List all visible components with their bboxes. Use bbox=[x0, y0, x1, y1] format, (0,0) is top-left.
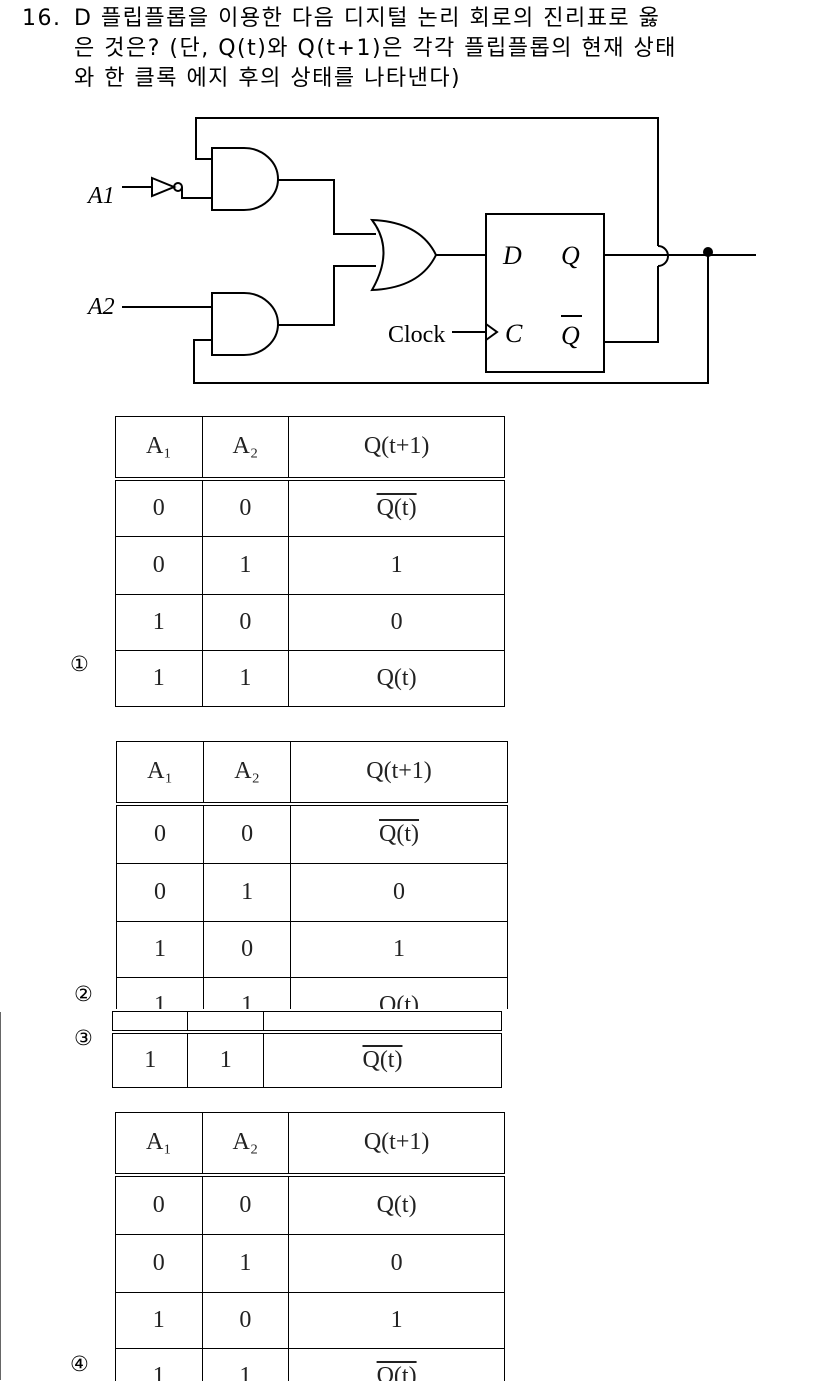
clock-edge-symbol bbox=[485, 323, 499, 341]
col-header-q: Q(t+1) bbox=[288, 416, 505, 481]
left-edge-line bbox=[0, 1012, 1, 1380]
col-header-a1: A₁ bbox=[115, 416, 203, 481]
junction-dot bbox=[703, 247, 713, 257]
and-top-out-wire bbox=[278, 179, 376, 235]
question-line-2: 은 것은? (단, Q(t)와 Q(t+1)은 각각 플립플롭의 현재 상태 bbox=[74, 36, 677, 61]
question-text: 16. D 플립플롭을 이용한 다음 디지털 논리 회로의 진리표로 옳 은 것은… bbox=[22, 4, 677, 94]
feedback-into-and-top bbox=[195, 142, 212, 160]
d-flip-flop bbox=[485, 213, 605, 373]
not-gate bbox=[151, 176, 177, 198]
col-header-a1: A₁ bbox=[116, 741, 205, 806]
and-gate-bottom bbox=[211, 292, 279, 356]
option-2-marker: ② bbox=[74, 982, 93, 1006]
question-line-3: 와 한 클록 에지 후의 상태를 나타낸다) bbox=[74, 66, 462, 91]
feedback-wire-top bbox=[195, 117, 659, 246]
ff-c-label: C bbox=[505, 319, 523, 348]
option-3-marker: ③ bbox=[74, 1026, 93, 1050]
ff-qbar-label: Q bbox=[561, 321, 580, 350]
col-header-a2: A₂ bbox=[201, 1112, 290, 1177]
col-header-a1: A₁ bbox=[115, 1112, 203, 1177]
a2-label: A2 bbox=[86, 294, 115, 320]
qbar-wire bbox=[604, 266, 659, 343]
not-out-wire bbox=[181, 187, 212, 199]
col-header-a2: A₂ bbox=[201, 416, 290, 481]
or-gate bbox=[369, 218, 438, 292]
a1-label: A1 bbox=[86, 183, 115, 209]
ff-q-label: Q bbox=[561, 241, 580, 270]
and-bottom-out-wire bbox=[278, 265, 376, 326]
col-header-q: Q(t+1) bbox=[288, 1112, 505, 1177]
col-header-q: Q(t+1) bbox=[290, 741, 508, 806]
question-number: 16. bbox=[22, 6, 62, 31]
option-4-marker: ④ bbox=[70, 1352, 89, 1376]
ff-d-label: D bbox=[502, 241, 522, 270]
feedback-wire-bottom bbox=[193, 250, 709, 384]
col-header-a2: A₂ bbox=[203, 741, 292, 806]
question-line-1: D 플립플롭을 이용한 다음 디지털 논리 회로의 진리표로 옳 bbox=[74, 6, 661, 31]
option-1-marker: ① bbox=[70, 652, 89, 676]
and-gate-top bbox=[211, 147, 279, 211]
logic-circuit-diagram: A1 A2 D Q C Q Clock bbox=[86, 117, 756, 384]
clock-label: Clock bbox=[388, 322, 445, 348]
